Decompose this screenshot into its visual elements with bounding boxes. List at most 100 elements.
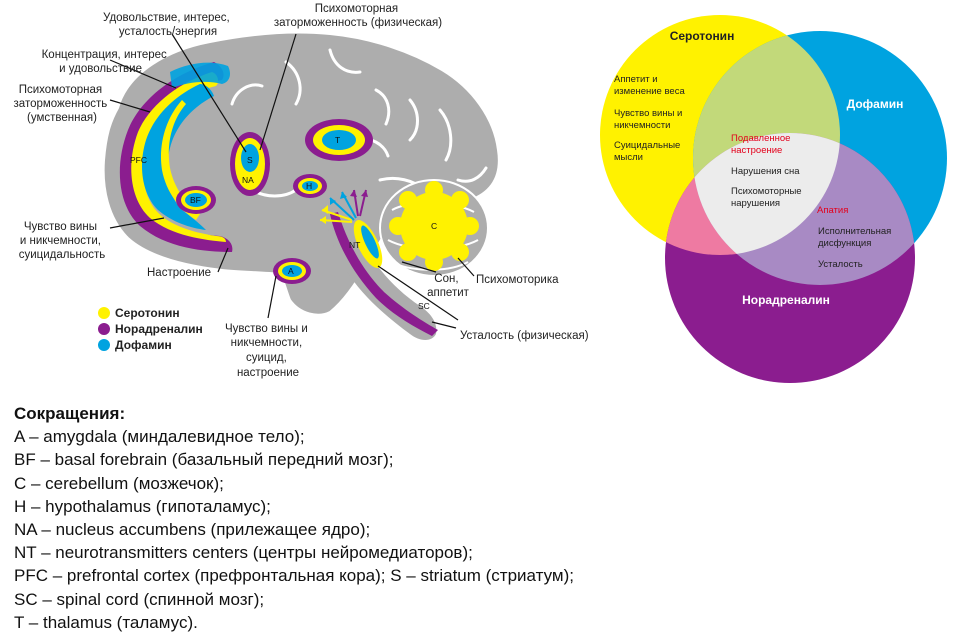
abbreviation-na: NA – nucleus accumbens (прилежащее ядро)… — [14, 520, 371, 540]
label-h: H — [306, 181, 312, 191]
nt-arrows — [319, 189, 368, 224]
label-pleasure-line1: Удовольствие, интерес, — [103, 12, 230, 24]
brainstem — [327, 216, 437, 340]
label-psychomotor-phys-line1: Психомоторная — [315, 3, 398, 15]
abbreviation-nt: NT – neurotransmitters centers (центры н… — [14, 543, 473, 563]
venn-serotonin-item-3-line2: мысли — [614, 152, 643, 163]
venn-nd-item-2: Усталость — [818, 259, 863, 270]
nt-pathway-purple — [330, 212, 438, 336]
abbreviation-c: C – cerebellum (мозжечок); — [14, 473, 224, 493]
venn-diagram: Серотонин Дофамин Норадреналин Аппетит и… — [600, 15, 947, 383]
region-letters: PFC BF S NA T H A NT C SC — [130, 135, 437, 311]
label-fatigue-phys: Усталость (физическая) — [460, 330, 589, 342]
venn-serotonin-item-1-line2: изменение веса — [614, 86, 685, 97]
label-psychomotor-phys: Психомоторная заторможенность (физическа… — [274, 3, 442, 29]
venn-overlap-all — [693, 133, 840, 255]
label-guilt-bottom-line2: никчемности, — [231, 337, 302, 349]
legend-serotonin-swatch — [98, 307, 110, 319]
region-bf-inner — [185, 193, 207, 207]
label-sc: SC — [418, 301, 430, 311]
pfc-inner-yellow — [160, 100, 200, 220]
label-concentration-line1: Концентрация, интерес — [42, 49, 167, 61]
venn-serotonin-items: Аппетит и изменение веса Чувство вины и … — [614, 74, 685, 163]
label-guilt-left-line2: и никчемности, — [20, 235, 101, 247]
legend-serotonin-label: Серотонин — [115, 306, 180, 320]
abbreviation-sc: SC – spinal cord (спинной мозг); — [14, 589, 265, 609]
venn-center-items: Подавленное настроение Нарушения сна Пси… — [731, 133, 848, 216]
label-c: C — [431, 221, 437, 231]
label-na: NA — [242, 175, 254, 185]
venn-center-psychomotor-line2: нарушения — [731, 198, 780, 209]
abbreviation-pfc-s: PFC – prefrontal cortex (префронтальная … — [14, 566, 574, 586]
label-psychomotorics: Психомоторика — [476, 274, 559, 286]
venn-nd-item-1-line2: дисфункция — [818, 238, 871, 249]
label-sleep: Сон, аппетит — [427, 273, 470, 299]
abbreviations: Сокращения: A – amygdala (миндалевидное … — [14, 402, 714, 634]
venn-apathy: Апатия — [817, 205, 848, 216]
pfc-band-yellow — [131, 72, 226, 242]
label-psychomotor-mental-line3: (умственная) — [27, 112, 97, 124]
venn-center-psychomotor: Психомоторные нарушения — [731, 186, 804, 209]
label-pleasure-line2: усталость/энергия — [119, 26, 217, 38]
label-psychomotor-mental-line1: Психомоторная — [19, 84, 102, 96]
venn-title-noradrenaline: Норадреналин — [742, 293, 830, 307]
abbreviation-a: A – amygdala (миндалевидное тело); — [14, 427, 305, 447]
venn-serotonin-item-1-line1: Аппетит и — [614, 74, 658, 85]
venn-serotonin-item-2-line1: Чувство вины и — [614, 108, 682, 119]
pfc-band-blue — [142, 84, 214, 230]
label-psychomotor-phys-line2: заторможенность (физическая) — [274, 17, 442, 29]
label-pleasure: Удовольствие, интерес, усталость/энергия — [103, 12, 233, 38]
region-t-inner — [322, 130, 356, 150]
venn-serotonin-item-3-line1: Суицидальные — [614, 140, 680, 151]
pfc-band-purple — [119, 62, 233, 252]
venn-nd-item-1-line1: Исполнительная — [818, 226, 891, 237]
region-c — [389, 181, 479, 271]
venn-serotonin-item-3: Суицидальные мысли — [614, 140, 683, 163]
label-guilt-left-line1: Чувство вины — [24, 221, 97, 233]
label-guilt-bottom: Чувство вины и никчемности, суицид, наст… — [225, 323, 311, 379]
legend-dopamine-label: Дофамин — [115, 338, 172, 352]
brain-diagram: PFC BF S NA T H A NT C SC Удово — [14, 3, 589, 379]
venn-center-mood-line2: настроение — [731, 145, 782, 156]
label-concentration: Концентрация, интерес и удовольствие — [42, 49, 170, 75]
label-bf: BF — [190, 195, 201, 205]
label-sleep-line1: Сон, — [434, 273, 458, 285]
abbreviation-t: T – thalamus (таламус). — [14, 612, 198, 632]
label-psychomotor-mental: Психомоторная заторможенность (умственна… — [14, 84, 111, 124]
label-guilt-bottom-line1: Чувство вины и — [225, 323, 308, 335]
venn-serotonin-item-2-line2: никчемности — [614, 120, 670, 131]
venn-nd-items: Исполнительная дисфункция Усталость — [818, 226, 894, 270]
label-guilt-left-line3: суицидальность — [19, 249, 106, 261]
legend-noradrenaline-label: Норадреналин — [115, 322, 203, 336]
label-guilt-left: Чувство вины и никчемности, суицидальнос… — [19, 221, 106, 261]
region-a-inner — [282, 265, 302, 277]
venn-nd-item-1: Исполнительная дисфункция — [818, 226, 894, 249]
venn-center-mood: Подавленное настроение — [731, 133, 793, 156]
legend-dopamine-swatch — [98, 339, 110, 351]
venn-serotonin-item-1: Аппетит и изменение веса — [614, 74, 685, 97]
abbreviation-bf: BF – basal forebrain (базальный передний… — [14, 450, 394, 470]
venn-serotonin-item-2: Чувство вины и никчемности — [614, 108, 685, 131]
label-a: A — [288, 266, 294, 276]
venn-title-dopamine: Дофамин — [847, 97, 904, 111]
region-h-inner — [302, 181, 318, 191]
label-guilt-bottom-line3: суицид, — [246, 352, 287, 364]
abbreviations-title: Сокращения: — [14, 404, 126, 423]
label-t: T — [335, 135, 340, 145]
region-nt-blue — [361, 225, 379, 259]
cingulate-stripe — [170, 62, 230, 88]
label-pfc: PFC — [130, 155, 147, 165]
abbreviation-h: H – hypothalamus (гипоталамус); — [14, 496, 271, 516]
label-mood: Настроение — [147, 267, 211, 279]
venn-center-psychomotor-line1: Психомоторные — [731, 186, 802, 197]
label-sleep-line2: аппетит — [427, 287, 470, 299]
label-guilt-bottom-line4: настроение — [237, 367, 299, 379]
label-concentration-line2: и удовольствие — [59, 63, 142, 75]
venn-title-serotonin: Серотонин — [670, 29, 735, 43]
venn-center-mood-line1: Подавленное — [731, 133, 790, 144]
label-nt: NT — [349, 240, 360, 250]
leader-lines — [109, 33, 475, 329]
venn-center-sleep: Нарушения сна — [731, 166, 800, 177]
brain-legend: Серотонин Норадреналин Дофамин — [98, 306, 203, 352]
